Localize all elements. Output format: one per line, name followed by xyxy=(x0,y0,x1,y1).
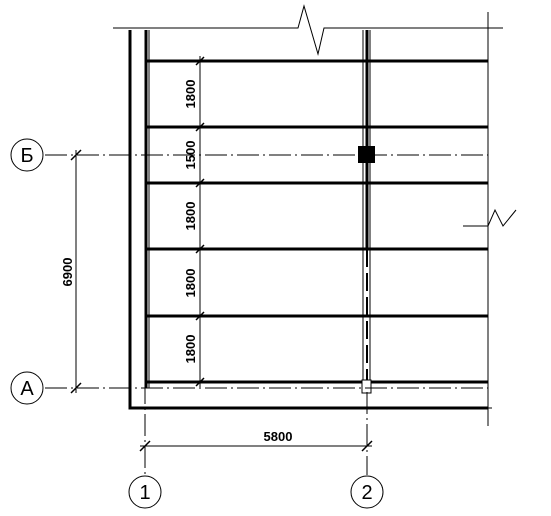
dimension-vertical-overall: 6900 xyxy=(60,149,82,394)
axis-bubble-1: 1 xyxy=(128,475,162,509)
axis-bubble-2: 2 xyxy=(350,475,384,509)
dimension-label-spacing: 1800 xyxy=(183,269,198,298)
base-plate xyxy=(361,379,372,394)
axis-label-A: А xyxy=(20,378,34,400)
dimension-label-overall-horizontal: 5800 xyxy=(264,429,293,444)
axis-bubble-B: Б xyxy=(10,138,44,172)
axis-label-2: 2 xyxy=(361,482,372,504)
dimension-label-spacing: 1800 xyxy=(183,80,198,109)
top-break-line xyxy=(113,4,503,56)
right-break-line xyxy=(463,208,517,227)
dimension-label-overall-vertical: 6900 xyxy=(60,258,75,287)
dimension-label-spacing: 1800 xyxy=(183,202,198,231)
dimension-label-spacing: 1800 xyxy=(183,335,198,364)
axis-label-B: Б xyxy=(20,145,33,167)
dimension-horizontal-overall: 5800 xyxy=(139,429,373,452)
axis-label-1: 1 xyxy=(139,482,150,504)
dimension-spacing-chain: 1800 1500 1800 1800 1800 xyxy=(183,56,205,387)
axis-bubble-A: А xyxy=(10,371,44,405)
dimension-label-spacing: 1500 xyxy=(183,141,198,170)
outer-wall xyxy=(128,30,488,410)
